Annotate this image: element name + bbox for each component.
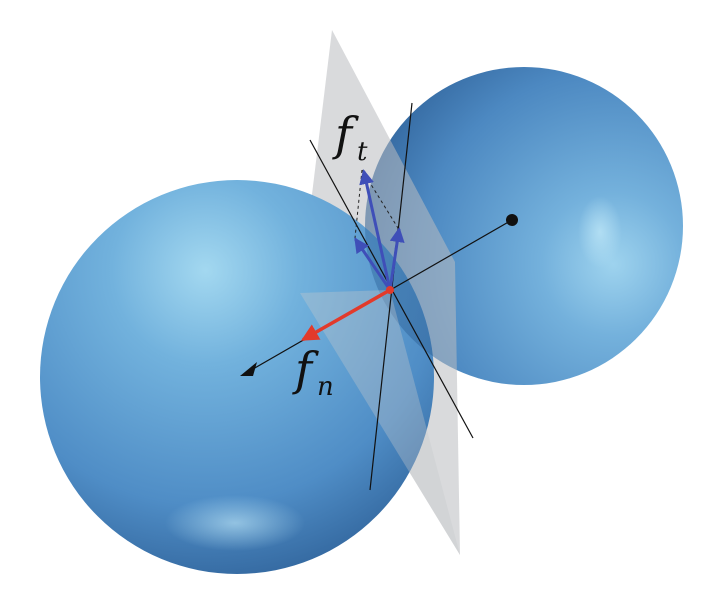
tangential-arrow-main	[359, 169, 392, 292]
normal-force-subscript: n	[317, 372, 334, 402]
tangential-force-arrows	[354, 169, 405, 292]
right-sphere-highlight	[578, 196, 622, 268]
left-sphere	[40, 180, 434, 574]
contact-plane-front	[300, 290, 460, 555]
center-dot-icon	[506, 214, 518, 226]
arrowhead-icon	[240, 362, 257, 376]
tangential-arrow-right	[388, 227, 405, 292]
normal-force-arrow	[300, 288, 392, 341]
contact-point	[386, 286, 394, 294]
tangential-force-subscript: t	[357, 137, 368, 167]
tangential-arrow-left	[354, 237, 392, 292]
tangent-line-vertical	[369, 102, 413, 491]
left-sphere-bottom-highlight	[165, 495, 305, 551]
